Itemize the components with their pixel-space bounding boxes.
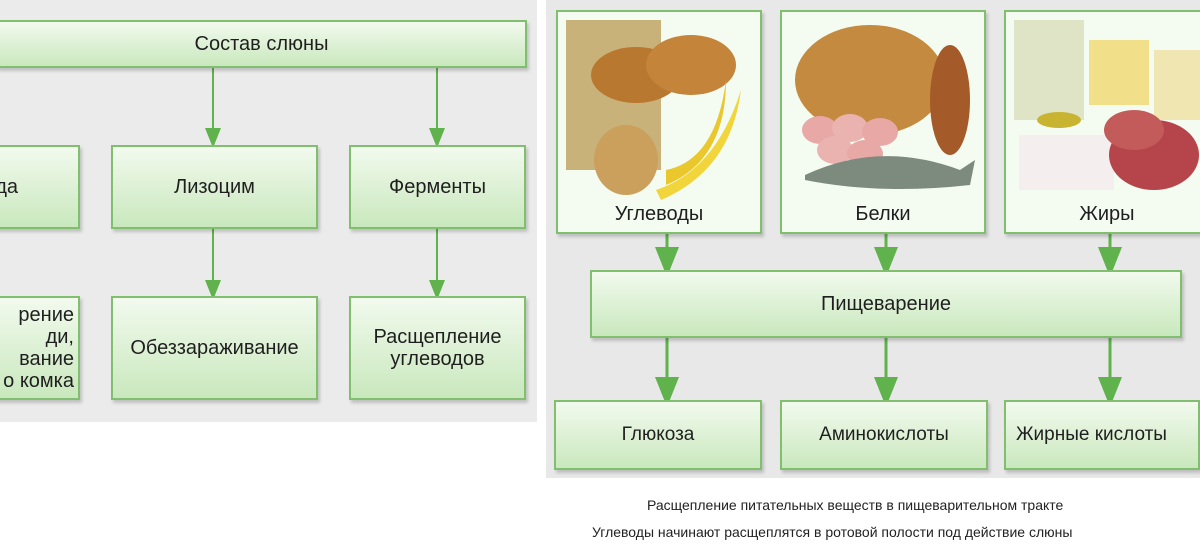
- saliva-composition-label: Состав слюны: [194, 33, 329, 55]
- proteins-box: Белки: [780, 10, 986, 234]
- saliva-diagram-panel: Состав слюны да Лизоцим Ферменты рение д…: [0, 0, 537, 422]
- digestion-diagram-panel: Углеводы Белки Жиры Пищеварение: [546, 0, 1200, 478]
- enzymes-label: Ферменты: [389, 176, 486, 198]
- fatty-acids-label: Жирные кислоты: [1016, 424, 1167, 445]
- saliva-diagram-arrows: [205, 68, 445, 300]
- carbohydrates-label: Углеводы: [614, 203, 704, 225]
- wetting-box: рение ди, вание о комка: [0, 296, 80, 400]
- digestion-label: Пищеварение: [820, 293, 951, 315]
- carbohydrates-box: Углеводы: [556, 10, 762, 234]
- carbohydrate-foods-image: [566, 20, 741, 200]
- amino-acids-box: Аминокислоты: [780, 400, 988, 470]
- digestion-box: Пищеварение: [590, 270, 1182, 338]
- caption-line-2: Углеводы начинают расщеплятся в ротовой …: [592, 524, 1073, 540]
- fats-label: Жиры: [1079, 203, 1135, 225]
- carb-breakdown-label: Расщепление углеводов: [373, 326, 502, 370]
- caption-line-1: Расщепление питательных веществ в пищева…: [647, 497, 1064, 513]
- wetting-label: рение ди, вание о комка: [3, 304, 74, 392]
- proteins-label: Белки: [855, 203, 911, 225]
- fat-foods-image: [1014, 20, 1200, 190]
- protein-foods-image: [795, 25, 975, 189]
- water-label: да: [0, 176, 18, 198]
- glucose-label: Глюкоза: [621, 424, 695, 445]
- disinfection-box: Обеззараживание: [111, 296, 318, 400]
- glucose-box: Глюкоза: [554, 400, 762, 470]
- fatty-acids-box: Жирные кислоты: [1004, 400, 1200, 470]
- digestion-diagram-arrows: [655, 234, 1122, 407]
- water-box: да: [0, 145, 80, 229]
- carb-breakdown-box: Расщепление углеводов: [349, 296, 526, 400]
- lysozyme-label: Лизоцим: [174, 176, 255, 198]
- fats-box: Жиры: [1004, 10, 1200, 234]
- lysozyme-box: Лизоцим: [111, 145, 318, 229]
- disinfection-label: Обеззараживание: [130, 337, 299, 359]
- amino-acids-label: Аминокислоты: [819, 424, 949, 445]
- enzymes-box: Ферменты: [349, 145, 526, 229]
- saliva-composition-box: Состав слюны: [0, 20, 527, 68]
